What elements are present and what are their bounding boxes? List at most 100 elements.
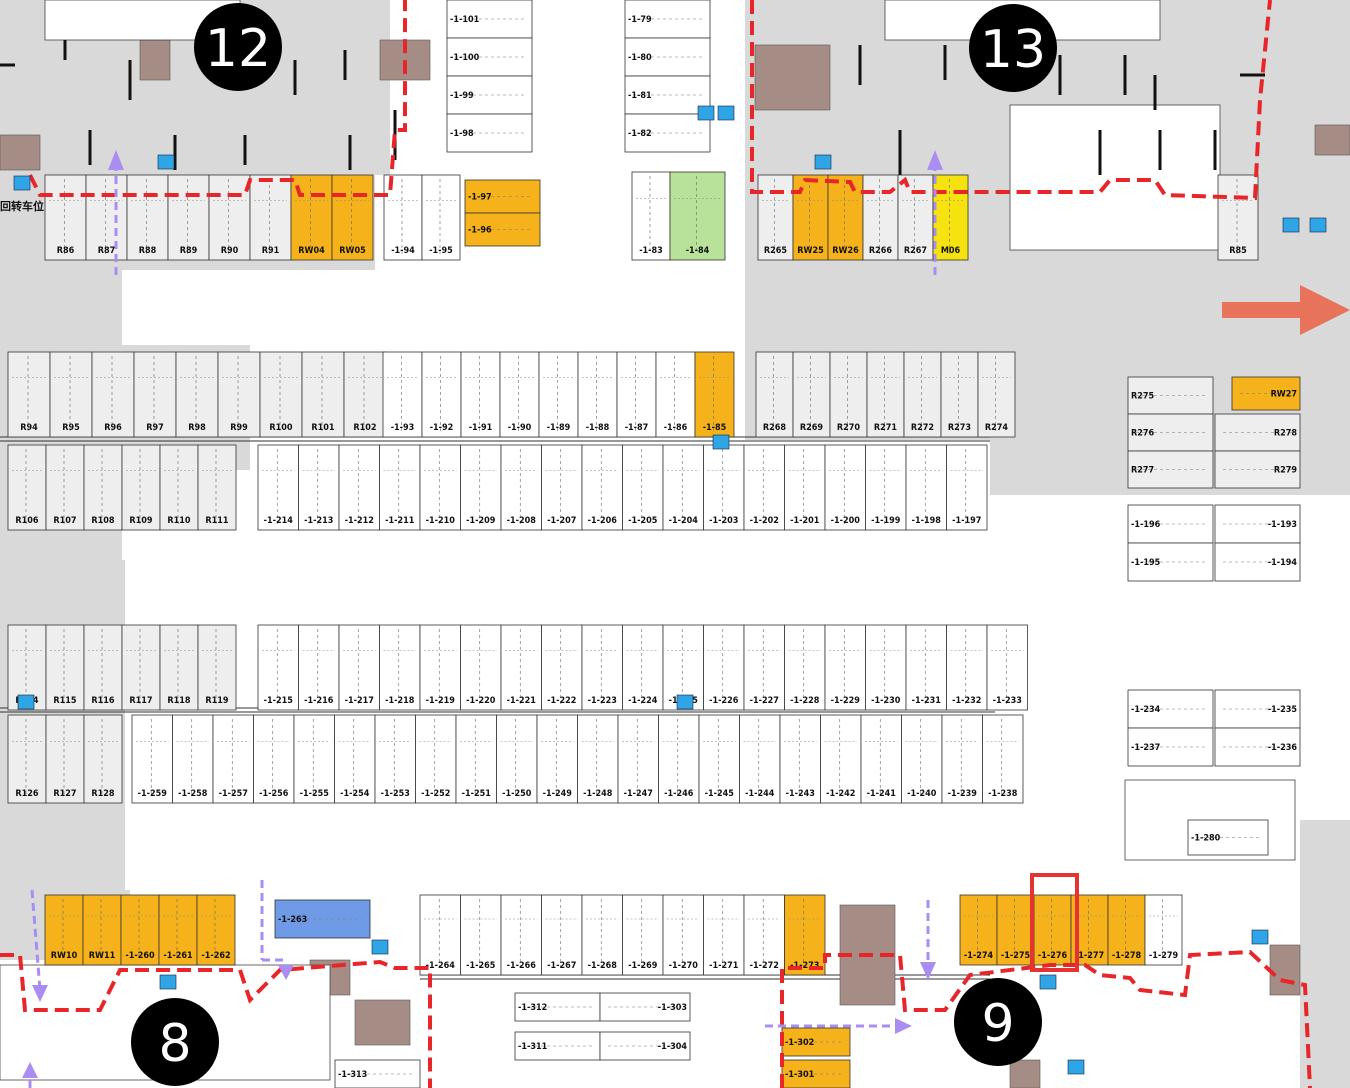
parking-slot[interactable]: R273 — [940, 351, 979, 438]
parking-slot[interactable]: -1-79 — [624, 0, 711, 39]
parking-slot[interactable]: -1-236 — [1214, 727, 1301, 767]
parking-slot[interactable]: -1-84 — [669, 171, 726, 261]
parking-slot[interactable]: R94 — [7, 351, 51, 438]
parking-slot[interactable]: -1-251 — [455, 714, 497, 804]
parking-slot[interactable]: R98 — [175, 351, 219, 438]
parking-slot[interactable]: R117 — [121, 624, 161, 711]
parking-slot[interactable]: -1-94 — [383, 174, 423, 261]
parking-slot[interactable]: -1-82 — [624, 113, 711, 153]
parking-slot[interactable]: -1-237 — [1127, 727, 1214, 767]
parking-slot[interactable]: -1-194 — [1214, 542, 1301, 582]
parking-slot[interactable]: -1-202 — [743, 444, 785, 531]
parking-slot[interactable]: -1-243 — [779, 714, 821, 804]
parking-slot[interactable]: R100 — [259, 351, 303, 438]
parking-slot[interactable]: -1-88 — [577, 351, 618, 438]
parking-slot[interactable]: -1-268 — [581, 894, 623, 976]
parking-slot[interactable]: -1-91 — [460, 351, 501, 438]
parking-slot[interactable]: -1-203 — [703, 444, 745, 531]
parking-slot[interactable]: -1-206 — [581, 444, 623, 531]
parking-slot[interactable]: -1-257 — [212, 714, 254, 804]
parking-slot[interactable]: -1-279 — [1144, 894, 1183, 966]
parking-slot[interactable]: -1-274 — [959, 894, 998, 966]
parking-slot[interactable]: -1-262 — [196, 894, 236, 966]
parking-slot[interactable]: -1-213 — [298, 444, 340, 531]
parking-slot[interactable]: -1-313 — [334, 1059, 421, 1088]
parking-slot[interactable]: -1-222 — [541, 624, 583, 711]
parking-slot[interactable]: -1-209 — [460, 444, 502, 531]
parking-slot[interactable]: -1-204 — [662, 444, 704, 531]
parking-slot[interactable]: -1-312 — [514, 992, 601, 1022]
parking-slot[interactable]: -1-241 — [860, 714, 902, 804]
parking-slot[interactable]: -1-224 — [622, 624, 664, 711]
parking-slot[interactable]: -1-242 — [820, 714, 862, 804]
parking-slot[interactable]: -1-210 — [419, 444, 461, 531]
parking-slot[interactable]: -1-232 — [946, 624, 988, 711]
parking-slot[interactable]: -1-92 — [421, 351, 462, 438]
parking-slot[interactable]: -1-218 — [379, 624, 421, 711]
parking-slot[interactable]: R102 — [343, 351, 387, 438]
parking-slot[interactable]: -1-212 — [338, 444, 380, 531]
parking-slot[interactable]: R87 — [85, 174, 128, 261]
parking-slot[interactable]: -1-99 — [446, 75, 533, 115]
parking-slot[interactable]: -1-226 — [703, 624, 745, 711]
parking-slot[interactable]: -1-223 — [581, 624, 623, 711]
parking-slot[interactable]: -1-100 — [446, 37, 533, 77]
parking-slot[interactable]: -1-254 — [334, 714, 376, 804]
parking-slot[interactable]: -1-205 — [622, 444, 664, 531]
parking-slot[interactable]: R277 — [1127, 450, 1214, 489]
parking-slot[interactable]: -1-250 — [496, 714, 538, 804]
parking-slot[interactable]: -1-275 — [996, 894, 1035, 966]
parking-slot[interactable]: -1-196 — [1127, 504, 1214, 544]
parking-slot[interactable]: R111 — [197, 444, 237, 531]
parking-slot[interactable]: -1-265 — [460, 894, 502, 976]
parking-slot[interactable]: -1-81 — [624, 75, 711, 115]
parking-slot[interactable]: -1-197 — [946, 444, 988, 531]
parking-slot[interactable]: R86 — [44, 174, 87, 261]
parking-slot[interactable]: R108 — [83, 444, 123, 531]
parking-slot[interactable]: R91 — [249, 174, 292, 261]
parking-slot[interactable]: -1-267 — [541, 894, 583, 976]
parking-slot[interactable]: R110 — [159, 444, 199, 531]
parking-slot[interactable]: -1-239 — [941, 714, 983, 804]
parking-slot[interactable]: R96 — [91, 351, 135, 438]
parking-slot[interactable]: -1-253 — [374, 714, 416, 804]
parking-slot[interactable]: -1-214 — [257, 444, 299, 531]
parking-slot[interactable]: -1-259 — [131, 714, 173, 804]
parking-slot[interactable]: -1-201 — [784, 444, 826, 531]
parking-slot[interactable]: -1-234 — [1127, 689, 1214, 729]
parking-slot[interactable]: -1-215 — [257, 624, 299, 711]
parking-slot[interactable]: R126 — [7, 714, 47, 804]
parking-slot[interactable]: -1-230 — [865, 624, 907, 711]
parking-slot[interactable]: -1-252 — [415, 714, 457, 804]
parking-slot[interactable]: R119 — [197, 624, 237, 711]
parking-slot[interactable]: -1-101 — [446, 0, 533, 39]
parking-slot[interactable]: R276 — [1127, 413, 1214, 452]
parking-slot[interactable]: -1-216 — [298, 624, 340, 711]
parking-slot[interactable]: -1-87 — [616, 351, 657, 438]
parking-slot[interactable]: -1-301 — [781, 1059, 851, 1088]
parking-slot[interactable]: -1-245 — [698, 714, 740, 804]
parking-slot[interactable]: -1-211 — [379, 444, 421, 531]
parking-slot[interactable]: R267 — [897, 174, 934, 261]
parking-slot[interactable]: -1-273 — [784, 894, 826, 976]
parking-slot[interactable]: R275 — [1127, 376, 1214, 415]
parking-slot[interactable]: -1-85 — [694, 351, 735, 438]
parking-slot[interactable]: RW27 — [1231, 376, 1301, 411]
parking-slot[interactable]: RW25 — [792, 174, 829, 261]
parking-slot[interactable]: -1-89 — [538, 351, 579, 438]
parking-slot[interactable]: -1-272 — [743, 894, 785, 976]
parking-slot[interactable]: RW26 — [827, 174, 864, 261]
parking-slot[interactable]: -1-93 — [382, 351, 423, 438]
parking-slot[interactable]: -1-304 — [599, 1031, 691, 1061]
parking-slot[interactable]: -1-235 — [1214, 689, 1301, 729]
parking-slot[interactable]: -1-228 — [784, 624, 826, 711]
parking-slot[interactable]: -1-90 — [499, 351, 540, 438]
parking-slot[interactable]: RW05 — [331, 174, 374, 261]
parking-slot[interactable]: -1-302 — [781, 1027, 851, 1057]
parking-slot[interactable]: R106 — [7, 444, 47, 531]
parking-slot[interactable]: -1-96 — [464, 212, 541, 247]
parking-slot[interactable]: R107 — [45, 444, 85, 531]
parking-slot[interactable]: -1-233 — [986, 624, 1028, 711]
parking-slot[interactable]: -1-227 — [743, 624, 785, 711]
parking-slot[interactable]: R268 — [755, 351, 794, 438]
